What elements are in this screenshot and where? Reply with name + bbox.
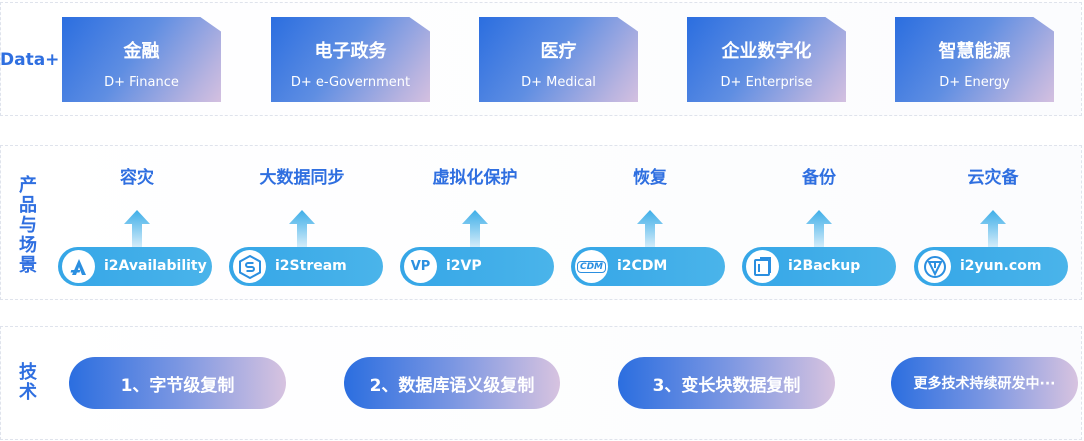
product-name: i2CDM <box>617 258 668 274</box>
product-i2availability[interactable]: i2Availability <box>58 247 212 286</box>
cdm-icon: CDM <box>575 250 608 283</box>
data-card-subtitle: D+ Medical <box>521 75 596 90</box>
category-big-data-sync: 大数据同步 <box>259 168 345 188</box>
up-arrow-icon <box>462 210 488 250</box>
data-card-title: 电子政务 <box>314 41 387 62</box>
technology-label: 技术 <box>19 362 37 403</box>
up-arrow-icon <box>289 210 315 250</box>
data-card-title: 医疗 <box>540 41 577 62</box>
data-card-subtitle: D+ e-Government <box>290 75 411 90</box>
data-card-energy[interactable]: 智慧能源 D+ Energy <box>895 17 1054 102</box>
data-card-finance[interactable]: 金融 D+ Finance <box>62 17 221 102</box>
category-disaster-recovery: 容灾 <box>120 168 154 188</box>
data-card-e-government[interactable]: 电子政务 D+ e-Government <box>271 17 430 102</box>
data-card-medical[interactable]: 医疗 D+ Medical <box>479 17 638 102</box>
product-name: i2VP <box>446 258 482 274</box>
data-card-title: 企业数字化 <box>721 41 812 62</box>
product-i2vp[interactable]: VP i2VP <box>400 247 554 286</box>
cdm-icon-text: CDM <box>576 260 607 273</box>
stream-icon <box>233 250 266 283</box>
yun-icon <box>918 250 951 283</box>
data-card-enterprise[interactable]: 企业数字化 D+ Enterprise <box>687 17 846 102</box>
category-recovery: 恢复 <box>633 168 667 188</box>
product-i2stream[interactable]: i2Stream <box>229 247 383 286</box>
product-scenario-label: 产品与场景 <box>19 175 37 276</box>
up-arrow-icon <box>980 210 1006 250</box>
data-card-title: 金融 <box>123 41 160 62</box>
vp-icon: VP <box>404 250 437 283</box>
backup-icon <box>746 250 779 283</box>
tech-byte-level-replication[interactable]: 1、字节级复制 <box>69 357 286 409</box>
tech-database-semantic-replication[interactable]: 2、数据库语义级复制 <box>344 357 560 409</box>
tech-more-in-development[interactable]: 更多技术持续研发中··· <box>891 357 1078 409</box>
availability-icon <box>62 250 95 283</box>
product-i2cdm[interactable]: CDM i2CDM <box>571 247 725 286</box>
data-plus-label: Data+ <box>0 50 60 70</box>
up-arrow-icon <box>637 210 663 250</box>
tech-variable-block-replication[interactable]: 3、变长块数据复制 <box>618 357 835 409</box>
up-arrow-icon <box>806 210 832 250</box>
vp-icon-text: VP <box>410 259 431 274</box>
category-virtualization-protection: 虚拟化保护 <box>432 168 518 188</box>
data-card-subtitle: D+ Energy <box>939 75 1010 90</box>
data-card-subtitle: D+ Enterprise <box>720 75 813 90</box>
product-name: i2Backup <box>788 258 861 274</box>
product-name: i2yun.com <box>960 258 1042 274</box>
data-card-title: 智慧能源 <box>938 41 1011 62</box>
product-name: i2Availability <box>104 258 207 274</box>
up-arrow-icon <box>124 210 150 250</box>
product-i2backup[interactable]: i2Backup <box>742 247 896 286</box>
product-i2yun[interactable]: i2yun.com <box>914 247 1068 286</box>
product-name: i2Stream <box>275 258 347 274</box>
category-backup: 备份 <box>802 168 836 188</box>
category-cloud-backup: 云灾备 <box>967 168 1019 188</box>
data-card-subtitle: D+ Finance <box>104 75 179 90</box>
